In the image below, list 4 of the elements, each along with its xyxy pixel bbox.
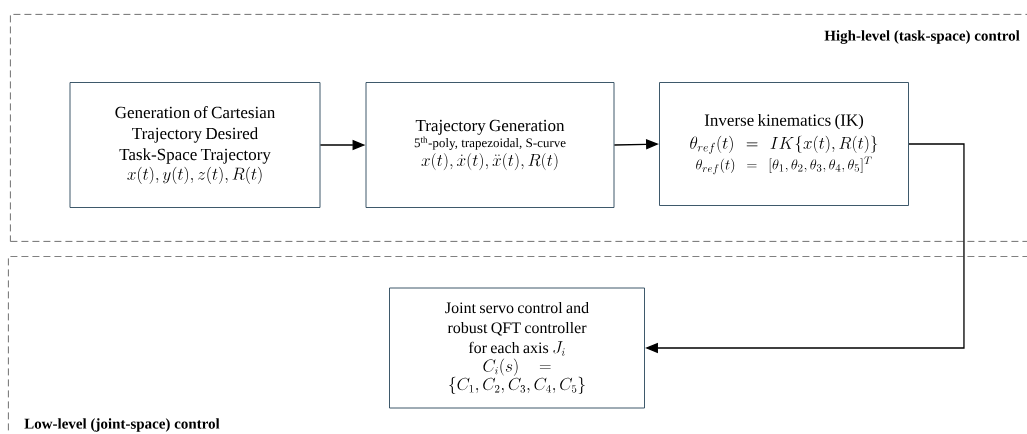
process-box: Trajectory Generation 5$^{th}$-poly, trapezoidal, S-curve $x(t), \dot{x}(t), \ddot{x}(t), R(t)$ — [365, 82, 615, 208]
process-box: Joint servo control and robust QFT controller for each axis $J_i$ $C_i(s) = \{C_1, C_2, C_3, C_4, C_5\}$ — [389, 287, 645, 409]
process-box: Inverse kinematics (IK) $\theta_{ref}(t) = IK\{x(t), R(t)\}$ $\theta_{ref}(t) = [\theta_1, \theta_2, \theta_3, \theta_4, \theta_5]^T$ — [659, 82, 909, 206]
process-box: Generation of Cartesian Trajectory Desired Task-Space Trajectory $x(t), y(t), z(t), R(t)$ — [69, 82, 321, 208]
